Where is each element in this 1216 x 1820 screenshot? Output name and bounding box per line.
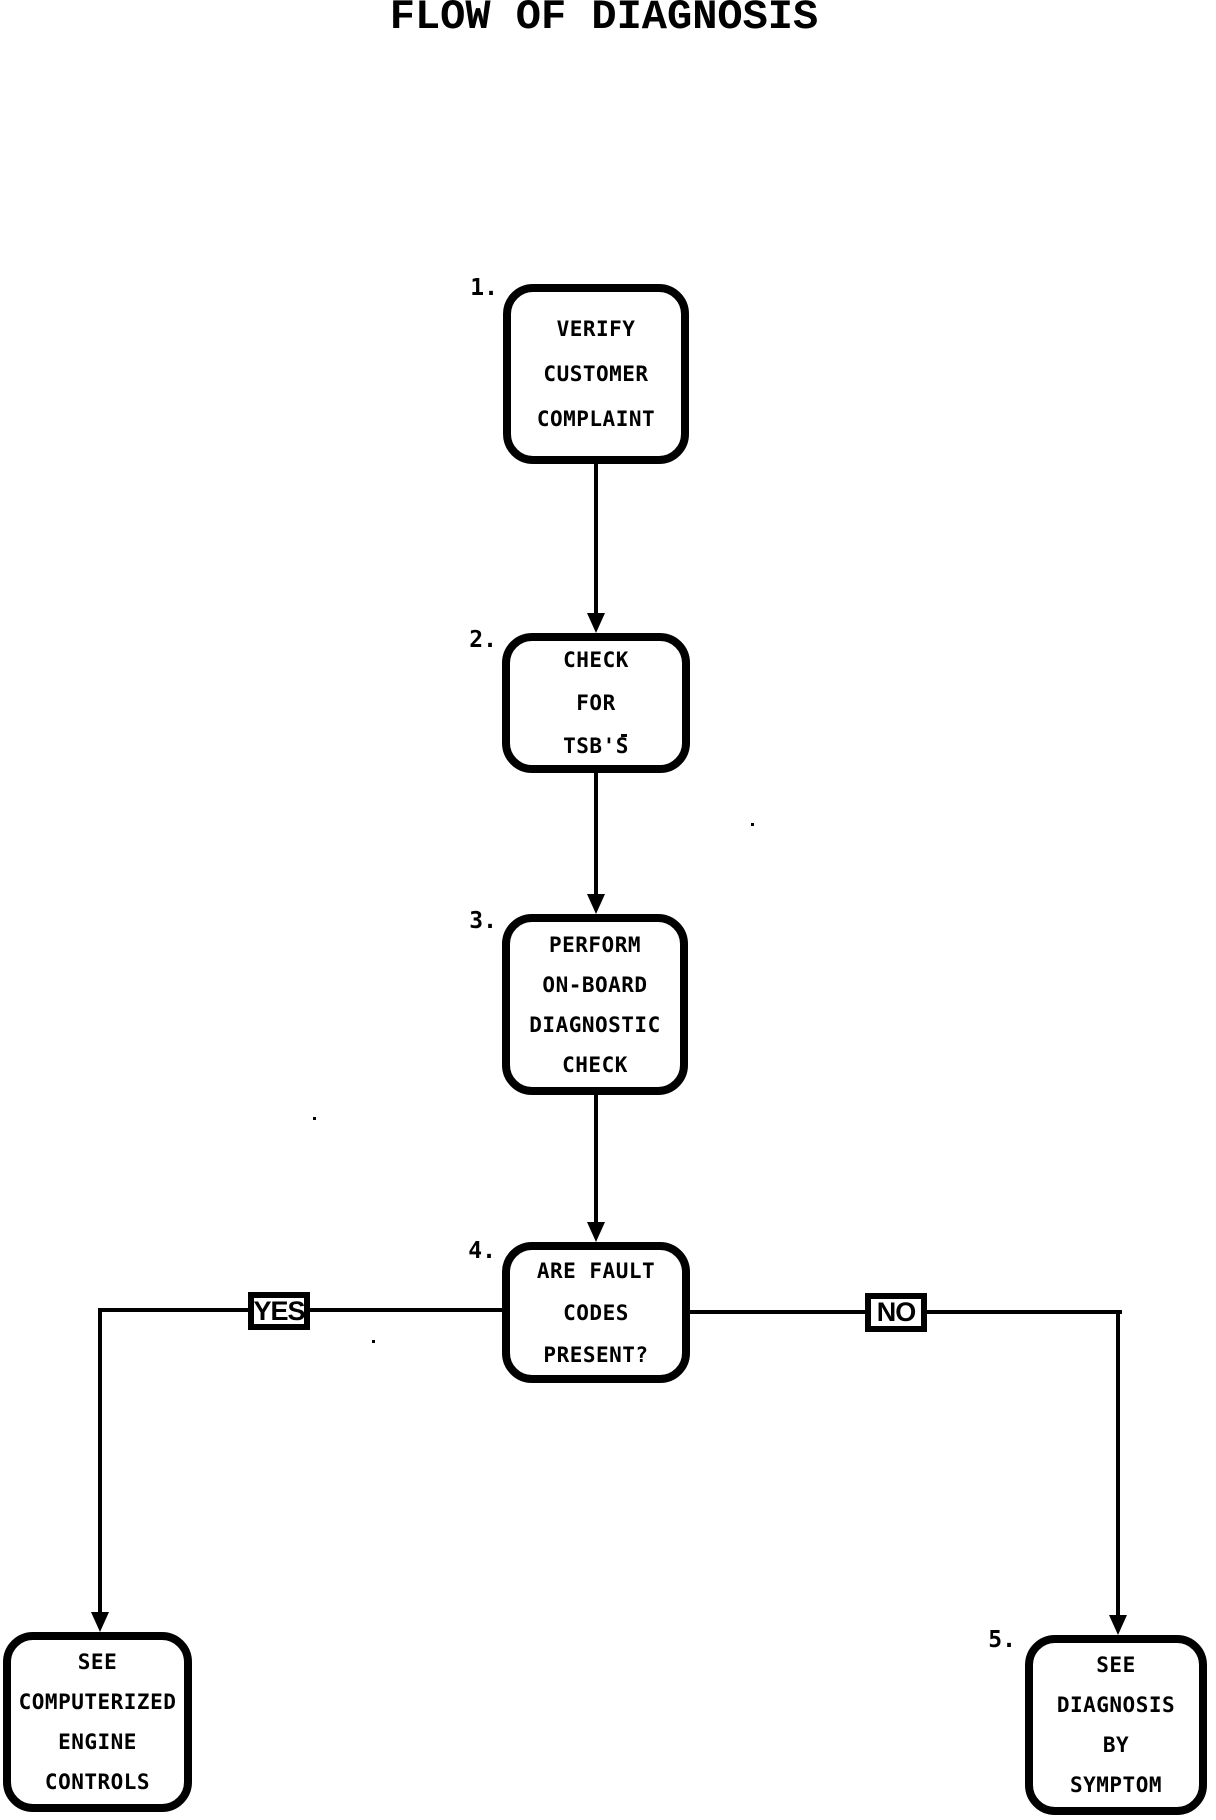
node-onboard-diagnostic-check: PERFORM ON-BOARD DIAGNOSTIC CHECK: [502, 914, 688, 1095]
node-diagnosis-by-symptom: SEE DIAGNOSIS BY SYMPTOM: [1025, 1635, 1207, 1815]
arrowhead-down-icon: [587, 894, 605, 914]
connector-yes-vertical: [98, 1308, 102, 1614]
node-text-line: DIAGNOSIS: [1056, 1693, 1176, 1717]
node-fault-codes-decision: ARE FAULT CODES PRESENT?: [502, 1242, 690, 1383]
node-text-line: SYMPTOM: [1069, 1773, 1162, 1797]
arrowhead-down-icon: [1109, 1615, 1127, 1635]
node-text-line: COMPLAINT: [536, 406, 656, 431]
node-text-line: ENGINE: [58, 1730, 137, 1754]
node-text-line: DIAGNOSTIC: [529, 1012, 661, 1037]
node-verify-customer-complaint: VERIFY CUSTOMER COMPLAINT: [503, 284, 689, 464]
node-text-line: CHECK: [563, 647, 629, 672]
no-label-text: NO: [876, 1297, 916, 1327]
scan-artifact-dot: [372, 1340, 375, 1343]
node-text-line: PRESENT?: [543, 1342, 649, 1367]
arrowhead-down-icon: [587, 1222, 605, 1242]
no-branch-label: NO: [865, 1293, 927, 1332]
connector-tsb-to-obd: [594, 771, 598, 895]
yes-label-text: YES: [253, 1295, 305, 1326]
scan-artifact-dot: [621, 734, 627, 737]
node-text-line: ARE FAULT: [536, 1258, 656, 1283]
connector-verify-to-tsb: [594, 462, 598, 614]
arrowhead-down-icon: [587, 613, 605, 633]
step-number-2: 2.: [469, 627, 497, 653]
node-text-line: VERIFY: [556, 316, 636, 341]
step-number-1: 1.: [470, 275, 498, 301]
node-text-line: SEE: [77, 1650, 118, 1674]
page-title: FLOW OF DIAGNOSIS: [389, 0, 819, 41]
step-number-5: 5.: [988, 1627, 1016, 1653]
node-text-line: ON-BOARD: [542, 972, 648, 997]
step-number-3: 3.: [469, 908, 497, 934]
node-text-line: COMPUTERIZED: [18, 1690, 177, 1714]
connector-no-vertical: [1116, 1310, 1120, 1617]
scan-artifact-dot: [313, 1117, 316, 1120]
node-text-line: SEE: [1096, 1653, 1136, 1677]
node-text-line: CONTROLS: [44, 1770, 151, 1794]
node-text-line: FOR: [576, 690, 616, 715]
node-check-for-tsbs: CHECK FOR TSB'S: [502, 633, 690, 773]
node-text-line: CODES: [563, 1300, 629, 1325]
node-text-line: BY: [1102, 1733, 1130, 1757]
step-number-4: 4.: [468, 1238, 496, 1264]
yes-branch-label: YES: [248, 1292, 310, 1330]
scan-artifact-dot: [751, 823, 754, 826]
node-text-line: PERFORM: [548, 932, 641, 957]
connector-obd-to-decision: [594, 1093, 598, 1223]
node-computerized-engine-controls: SEE COMPUTERIZED ENGINE CONTROLS: [3, 1632, 192, 1812]
node-text-line: CHECK: [562, 1052, 628, 1077]
node-text-line: TSB'S: [563, 733, 629, 758]
node-text-line: CUSTOMER: [543, 361, 649, 386]
arrowhead-down-icon: [91, 1612, 109, 1632]
